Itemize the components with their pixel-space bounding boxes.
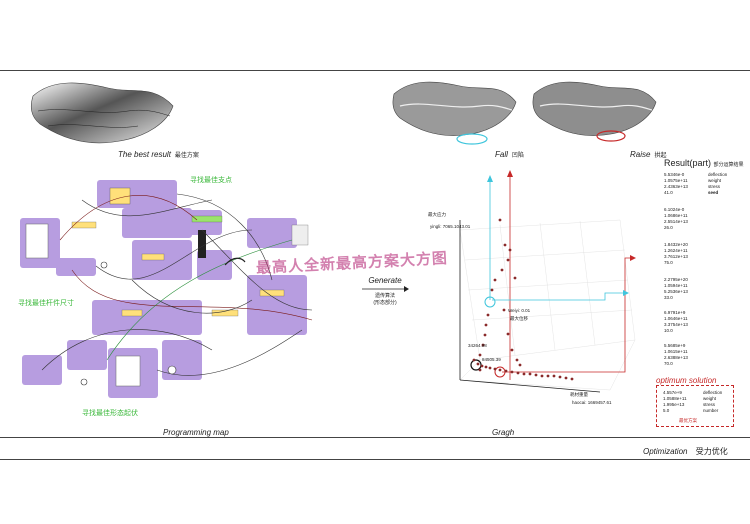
wire	[131, 279, 253, 314]
node-group	[71, 221, 97, 229]
optimum-cn: 最优方案	[679, 418, 697, 423]
cyan-arrow-right	[492, 292, 625, 301]
node-group	[121, 309, 143, 317]
graph-val-a: 34264.98	[468, 343, 487, 348]
wires	[41, 193, 313, 376]
optimum-title: optimum solution	[656, 376, 717, 385]
scatter-points	[472, 218, 574, 381]
result-group: 5.5346e-0 1.0575e+11 2.4363e+13 41.0	[664, 172, 688, 195]
wire	[81, 199, 213, 217]
cyan-circle	[484, 296, 496, 308]
node-group	[67, 340, 107, 370]
node-group	[162, 340, 202, 380]
red-arrow-right	[502, 257, 632, 373]
generate-arrow	[362, 286, 409, 292]
result-part-panel: Result(part) 部分运算结果	[664, 158, 744, 168]
label-member-size: 寻找最佳杆件尺寸	[18, 300, 74, 307]
wire	[59, 195, 198, 241]
node-group	[191, 215, 223, 223]
graph-val-b: 84505.39	[482, 357, 501, 362]
wire	[95, 229, 253, 280]
optimum-solution-box: 4.557e+9 1.0588e+11 1.995e+13 5.0 deflec…	[656, 385, 734, 427]
axis-wei-label: Weiyi: 0.01	[508, 308, 531, 313]
wire	[201, 229, 313, 311]
generate-block: Generate 遗传算法 (形态部分)	[360, 276, 410, 307]
middle-rule	[0, 437, 750, 438]
result-legend: deflection weight stress seed	[708, 172, 728, 195]
node-group	[198, 230, 206, 258]
result-group: 2.2795e+20 1.0594e+11 5.2536e+13 33.0	[664, 277, 688, 300]
graph-caption: Gragh	[492, 428, 515, 437]
node-group	[259, 289, 285, 297]
wire	[106, 239, 293, 361]
result-group: 5.5685e+9 1.0615e+11 2.6388e+13 70.0	[664, 343, 688, 366]
node-group	[291, 224, 309, 246]
result-group: 6.1024e-0 1.0686e+11 2.5514e+13 26.0	[664, 207, 688, 230]
wire	[71, 269, 313, 321]
optimum-legend: deflection weight stress number	[703, 390, 723, 413]
wire	[156, 329, 303, 376]
node-group	[97, 180, 177, 208]
black-circle	[470, 359, 482, 371]
axis-x	[459, 379, 601, 393]
decor-marks	[80, 257, 246, 386]
node-group	[92, 300, 202, 335]
node-group	[141, 253, 165, 261]
node-cluster	[20, 180, 309, 398]
generate-cn2: (形态部分)	[373, 300, 397, 306]
axis-wei-cn: 最大位移	[510, 316, 528, 321]
page-title: Optimization 受力优化	[643, 447, 728, 456]
bottom-rule	[0, 459, 750, 460]
best-result-mesh	[28, 76, 178, 146]
top-rule	[0, 70, 750, 71]
programming-map	[20, 180, 313, 398]
node-group	[56, 258, 96, 276]
fall-cyan-ellipse	[456, 133, 488, 145]
wire	[176, 193, 273, 281]
result-group: 1.8432e+20 1.2624e+11 3.7612e+13 75.0	[664, 242, 688, 265]
node-group	[25, 223, 49, 259]
axis-hao-cn: 耗材重量	[570, 392, 588, 397]
node-group	[109, 187, 131, 205]
result-group: 6.9791e+9 1.0646e+11 3.3754e+13 10.0	[664, 310, 688, 333]
graph-plot	[459, 170, 636, 393]
node-group	[115, 355, 141, 387]
generate-cn1: 遗传算法	[374, 293, 395, 299]
programming-map-caption: Programming map	[163, 428, 229, 437]
axis-y-cn: 最大应力	[428, 212, 446, 217]
axis-y-value: yingli: 7065.1043.01	[430, 224, 471, 229]
raise-mesh	[530, 76, 660, 138]
result-part-title: Result(part) 部分运算结果	[664, 158, 744, 168]
axis-hao-value: haocai: 1669457.61	[572, 400, 612, 405]
label-support-points: 寻找最佳支点	[190, 177, 232, 184]
raise-red-ellipse	[596, 130, 626, 142]
node-group	[247, 218, 297, 248]
fall-mesh	[390, 76, 520, 138]
optimum-values: 4.557e+9 1.0588e+11 1.995e+13 5.0	[663, 390, 687, 413]
label-form-relief: 寻找最佳形态起伏	[82, 410, 138, 417]
red-circle	[494, 366, 506, 378]
wire	[41, 329, 213, 371]
generate-label: Generate	[368, 276, 402, 285]
